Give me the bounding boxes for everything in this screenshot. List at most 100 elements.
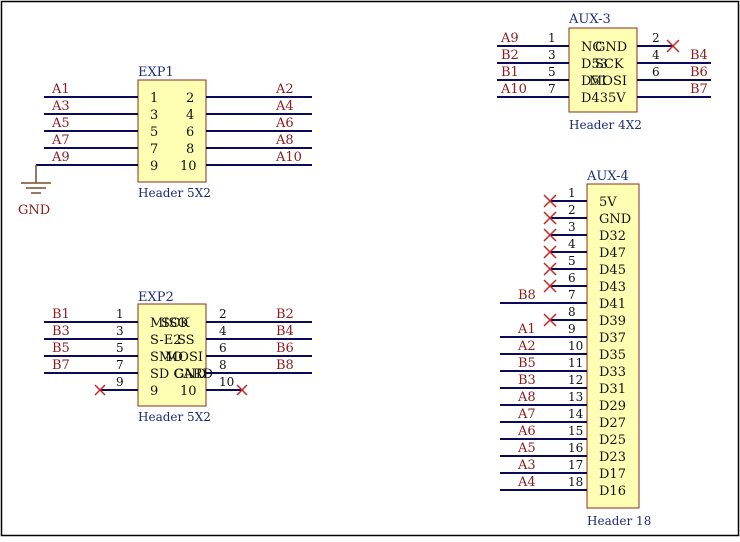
pin-number: 2 [219, 307, 227, 321]
pin-function-label: GND [595, 40, 627, 55]
pin-number: 4 [652, 48, 660, 62]
pin-function-label: SMO [150, 350, 183, 365]
pin-function-label: GND [174, 367, 206, 382]
net-label: B5 [52, 341, 70, 356]
pin-number: 4 [186, 108, 194, 123]
pin-number: 10 [568, 339, 583, 353]
pin-number: 9 [568, 322, 576, 336]
pin-function-label: D27 [599, 416, 626, 431]
pin-function-label: SD CARD [150, 367, 213, 382]
exp1-pin-row-5: A9 9 10 A10 [44, 150, 312, 174]
net-label: A8 [275, 133, 294, 148]
exp2-pin-row-5: 9 10 9 10 [100, 375, 242, 399]
net-label: A7 [517, 407, 536, 422]
pin-number: 3 [568, 220, 576, 234]
net-label: A9 [51, 150, 70, 165]
pin-number: 7 [150, 142, 158, 157]
pin-number: 16 [568, 441, 583, 455]
aux3-pin-row-3: B1 5 6 B6 D51 MOSI [497, 65, 711, 89]
pin-number: 2 [652, 31, 660, 45]
pin-function-label: D25 [599, 433, 626, 448]
pin-function-label: D53 [581, 57, 608, 72]
no-connect-stroke [543, 228, 557, 242]
no-connect-icon [543, 245, 557, 259]
exp2-pin-row-4: B7 7 8 B8 SD CARD GND [44, 358, 312, 382]
no-connect-icon [543, 262, 557, 276]
net-label: A4 [275, 99, 294, 114]
pin-function-label: 5V [599, 195, 617, 210]
pin-function-label: D16 [599, 484, 626, 499]
exp1-pin-row-3: A5 5 6 A6 [44, 116, 312, 140]
pin-number: 7 [548, 82, 556, 96]
exp2-designator: EXP2 [138, 290, 174, 305]
pin-number: 17 [568, 458, 583, 472]
pin-number: 5 [548, 65, 556, 79]
pin-function-label: 5V [608, 91, 626, 106]
pin-number: 3 [548, 48, 556, 62]
net-label: B7 [52, 358, 70, 373]
net-label: B8 [276, 358, 294, 373]
pin-number: 5 [568, 254, 576, 268]
net-label: B4 [690, 48, 708, 63]
net-label: B4 [276, 324, 294, 339]
exp2-body [137, 303, 207, 407]
no-connect-icon [543, 313, 557, 327]
aux3-designator: AUX-3 [568, 12, 611, 27]
pin-function-label: D41 [599, 297, 626, 312]
net-label: A10 [275, 150, 302, 165]
no-connect-icon [543, 211, 557, 225]
pin-function-label: D33 [599, 365, 626, 380]
pin-number: 2 [186, 91, 194, 106]
pin-function-label: NC [581, 40, 602, 55]
component-aux3[interactable]: AUX-3 Header 4X2 A9 1 2 NC GND B2 3 4 B4… [497, 12, 711, 132]
no-connect-icon [543, 228, 557, 242]
exp2-pin-row-1: B1 1 2 B2 MISO SCK [44, 307, 312, 331]
net-label: A2 [517, 339, 536, 354]
pin-function-label: SS [177, 333, 195, 348]
gnd-symbol-icon [21, 164, 51, 194]
no-connect-icon [543, 279, 557, 293]
exp1-pin-row-2: A3 3 4 A4 [44, 99, 312, 123]
net-label: A5 [517, 441, 536, 456]
aux4-body [586, 183, 640, 509]
aux3-body [568, 27, 638, 113]
net-label: A10 [500, 82, 527, 97]
exp1-body [137, 79, 207, 183]
component-aux4[interactable]: AUX-4 Header 18 15V2GND3D324D475D456D437… [500, 169, 651, 528]
no-connect-icon [94, 384, 106, 396]
pin-function-label: GND [599, 212, 631, 227]
no-connect-stroke [543, 194, 557, 208]
net-label: A2 [275, 82, 294, 97]
net-label: B1 [52, 307, 70, 322]
no-connect-stroke [543, 245, 557, 259]
pin-function-label: D47 [599, 246, 626, 261]
pin-number: 3 [116, 324, 124, 338]
pin-function-label: S-E2 [150, 333, 182, 348]
pin-function-label: D45 [599, 263, 626, 278]
pin-number: 2 [568, 203, 576, 217]
pin-function-label: D51 [581, 74, 608, 89]
pin-number: 6 [219, 341, 227, 355]
net-label: B2 [501, 48, 519, 63]
net-label: B1 [501, 65, 519, 80]
pin-number: 8 [568, 305, 576, 319]
component-exp1[interactable]: EXP1 Header 5X2 A1 1 2 A2 A3 3 4 A4 A5 5… [18, 65, 312, 218]
pin-number: 7 [568, 288, 576, 302]
net-label: A6 [275, 116, 294, 131]
exp1-value: Header 5X2 [138, 186, 211, 200]
aux3-pin-row-4: A10 7 B7 D43 5V [497, 82, 711, 106]
net-label: B6 [690, 65, 708, 80]
component-exp2[interactable]: EXP2 Header 5X2 B1 1 2 B2 MISO SCK B3 3 … [44, 290, 312, 424]
